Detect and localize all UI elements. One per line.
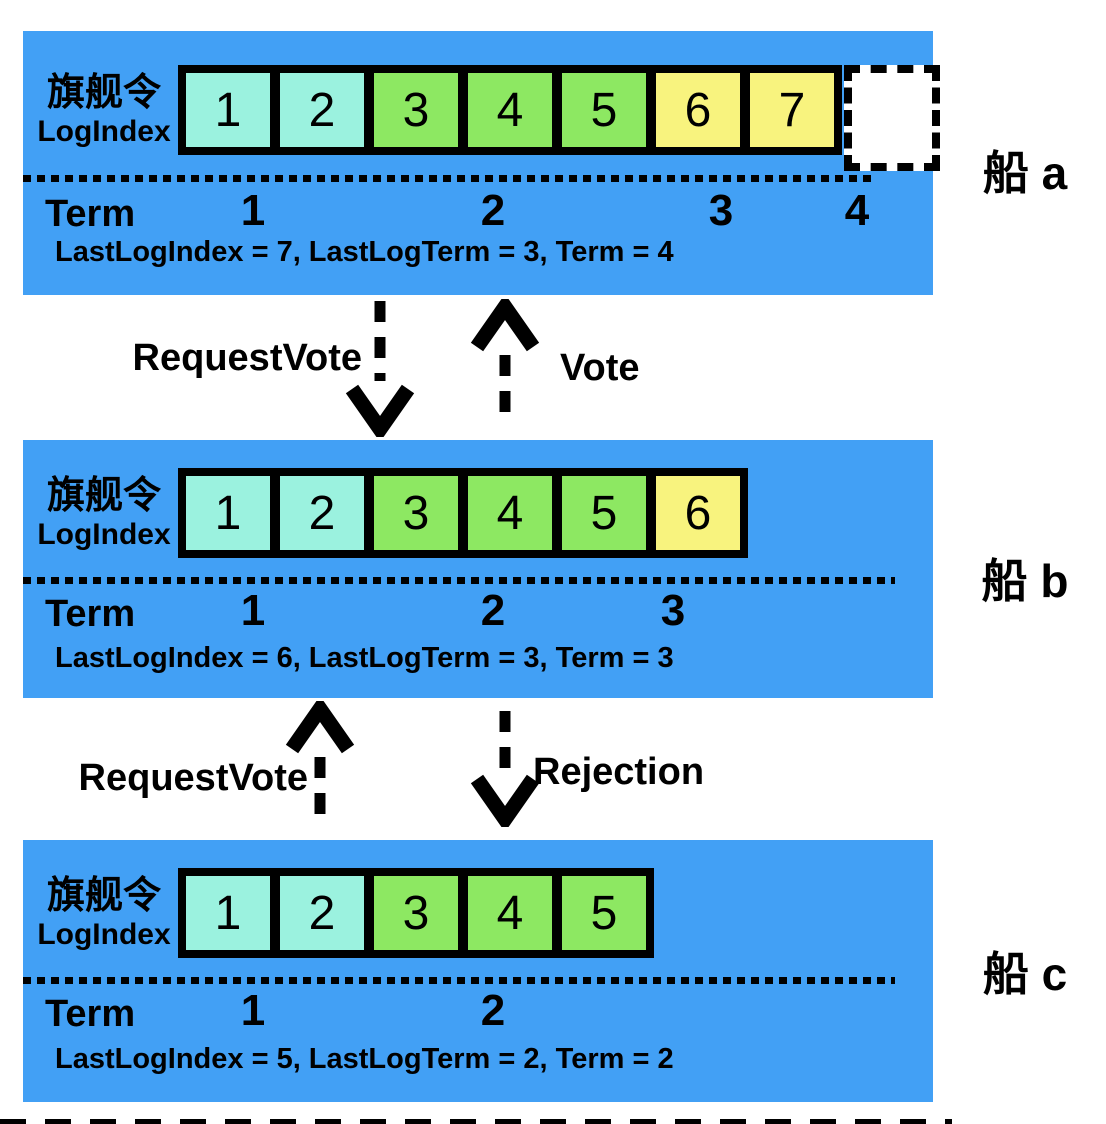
logindex-label: LogIndex [37, 918, 171, 952]
rejection-arrow-down-icon [470, 707, 540, 833]
log-cell: 2 [280, 476, 364, 550]
message-label-requestvote: RequestVote [78, 757, 308, 799]
term-value: 2 [480, 586, 506, 635]
log-cell: 2 [280, 73, 364, 147]
log-cell: 2 [280, 876, 364, 950]
term-value: 3 [708, 186, 734, 235]
term-value: 1 [240, 586, 266, 635]
ship-c-label: 船 c [982, 948, 1068, 1000]
log-cell: 3 [374, 73, 458, 147]
term-divider-dotted-line [23, 175, 877, 182]
vote-arrow-up-icon [470, 293, 540, 436]
flagship-order-label: 旗舰令 [46, 71, 161, 114]
log-cell: 1 [186, 73, 270, 147]
term-label: Term [45, 993, 136, 1035]
term-divider-dotted-line [23, 977, 895, 984]
log-cell: 5 [562, 876, 646, 950]
log-cell: 5 [562, 73, 646, 147]
ship-a-label: 船 a [982, 147, 1068, 199]
requestvote-arrow-up-icon [285, 695, 355, 836]
log-cell: 1 [186, 476, 270, 550]
log-cell: 5 [562, 476, 646, 550]
log-summary-text: LastLogIndex = 6, LastLogTerm = 3, Term … [55, 642, 674, 674]
log-cell: 6 [656, 73, 740, 147]
logindex-label: LogIndex [37, 115, 171, 149]
log-cell: 4 [468, 476, 552, 550]
logindex-label: LogIndex [37, 518, 171, 552]
log-summary-text: LastLogIndex = 5, LastLogTerm = 2, Term … [55, 1043, 674, 1075]
message-label-rejection: Rejection [533, 751, 705, 793]
log-cell: 4 [468, 876, 552, 950]
term-label: Term [45, 193, 136, 235]
log-cell: 1 [186, 876, 270, 950]
flagship-order-label: 旗舰令 [46, 874, 161, 917]
term-value: 2 [480, 986, 506, 1035]
log-cell: 4 [468, 73, 552, 147]
cropped-dashed-line [0, 1119, 952, 1124]
term-value: 4 [844, 186, 870, 235]
log-summary-text: LastLogIndex = 7, LastLogTerm = 3, Term … [55, 236, 674, 268]
log-cell: 3 [374, 476, 458, 550]
term-value: 3 [660, 586, 686, 635]
log-cell: 6 [656, 476, 740, 550]
flagship-order-label: 旗舰令 [46, 474, 161, 517]
term-value: 1 [240, 186, 266, 235]
requestvote-arrow-down-icon [345, 297, 415, 443]
log-cell: 3 [374, 876, 458, 950]
message-label-requestvote: RequestVote [132, 337, 362, 379]
ship-b-label: 船 b [981, 555, 1069, 607]
term-value: 2 [480, 186, 506, 235]
term-label: Term [45, 593, 136, 635]
pending-entry-cell [844, 65, 940, 171]
message-label-vote: Vote [560, 347, 640, 389]
term-divider-dotted-line [23, 577, 895, 584]
log-cell: 7 [750, 73, 834, 147]
term-value: 1 [240, 986, 266, 1035]
